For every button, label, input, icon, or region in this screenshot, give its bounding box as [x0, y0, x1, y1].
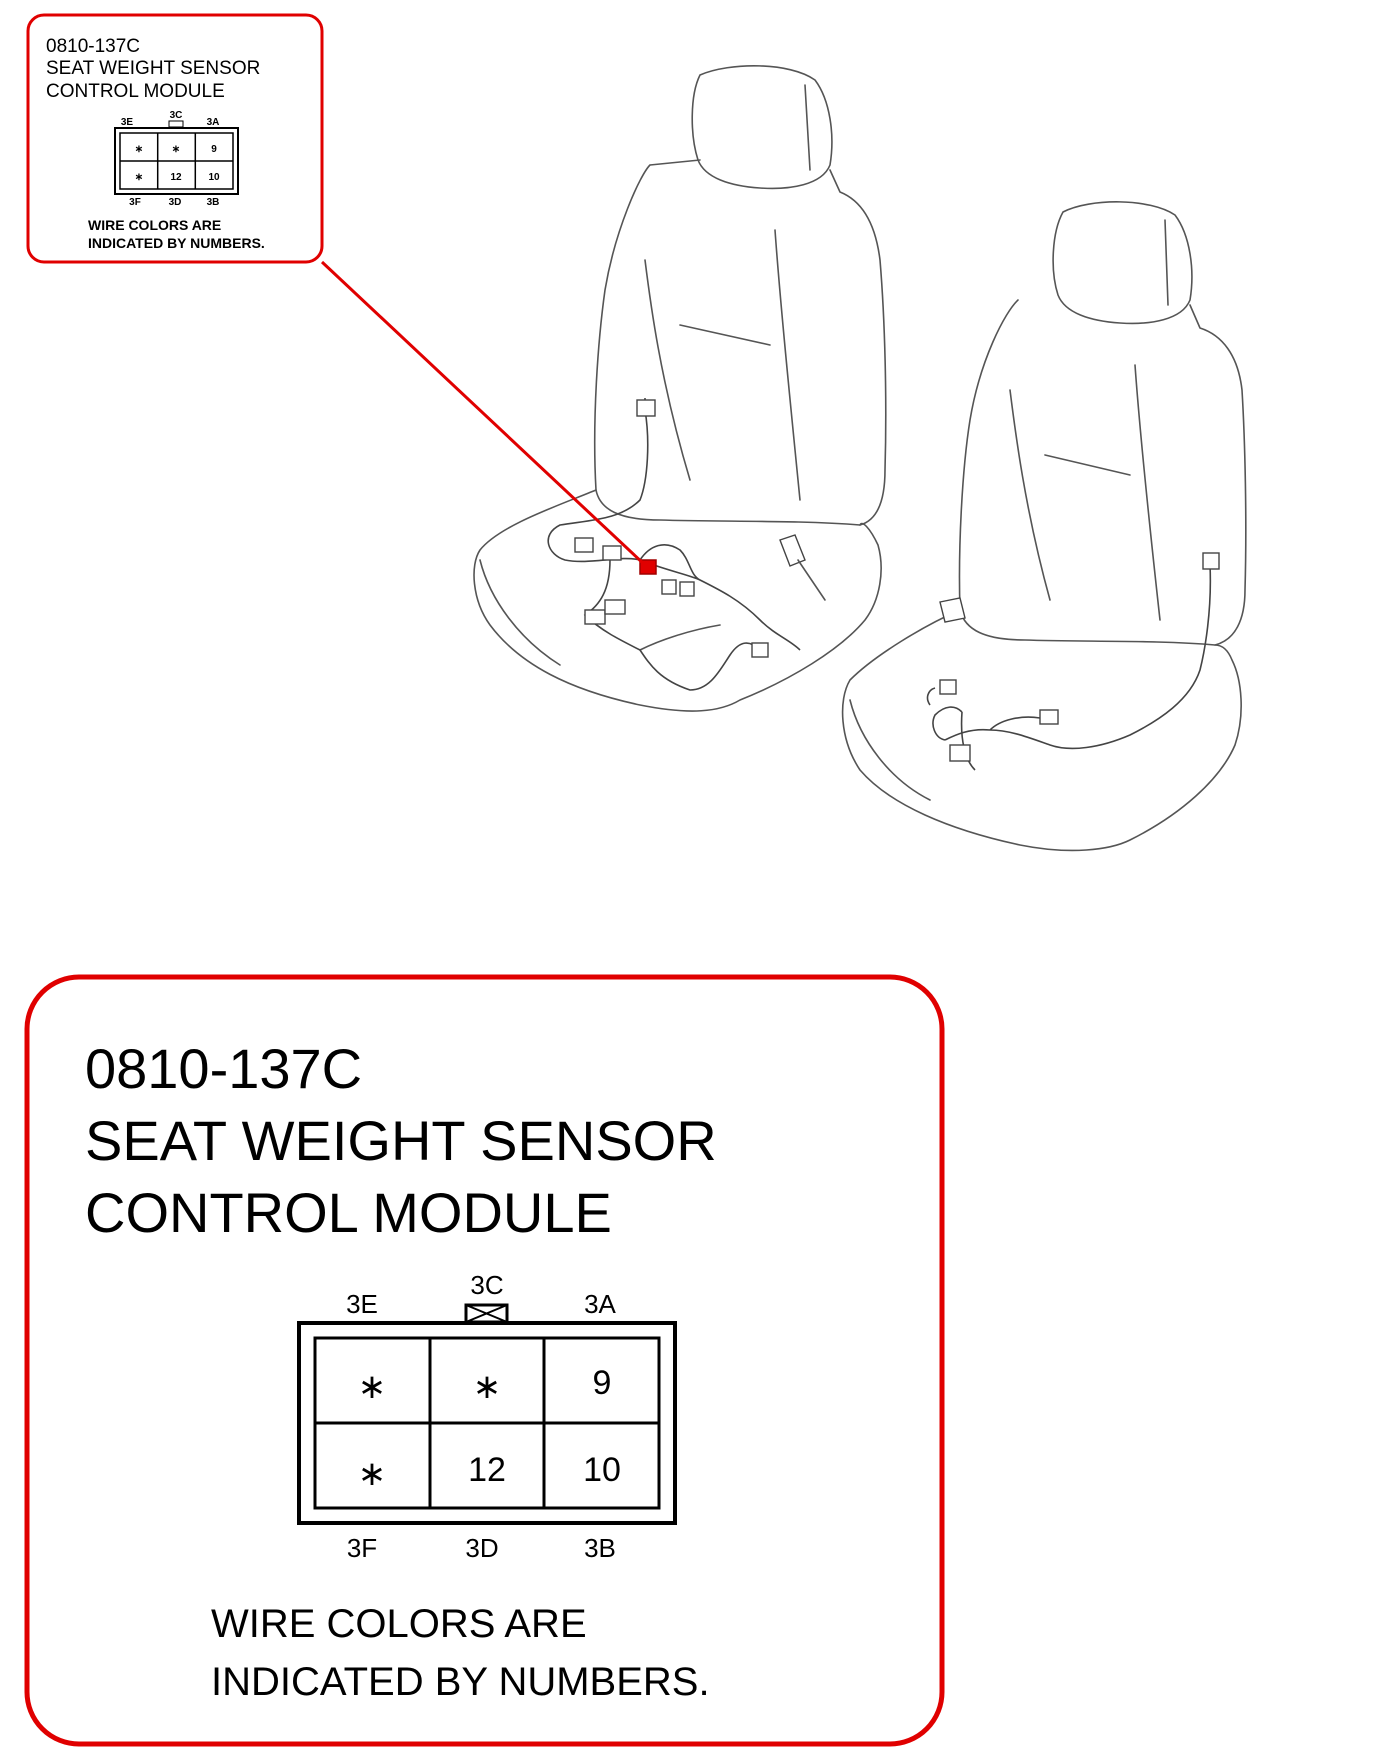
right-seat-buckle — [939, 597, 966, 623]
callout-leader-line — [320, 260, 648, 568]
left-seat-connector — [574, 537, 594, 553]
big-pin-label-3c: 3C — [470, 1270, 503, 1300]
callout-large-note-line1: WIRE COLORS ARE — [211, 1602, 587, 1646]
left-seat-connector — [584, 609, 606, 625]
right-seat-connector — [1039, 709, 1059, 725]
right-seat-connector — [1202, 552, 1220, 570]
right-seat-harness — [926, 564, 1212, 771]
left-seat-headrest — [691, 65, 833, 190]
big-cell-3e: ∗ — [358, 1368, 387, 1406]
left-seat-buckle — [779, 534, 806, 567]
small-cell-3e: ∗ — [135, 144, 143, 155]
callout-small-frame — [26, 13, 324, 264]
right-seat-backrest — [958, 299, 1247, 646]
left-seat-connector — [661, 579, 677, 595]
left-seat-buckle-stalk — [797, 559, 826, 601]
small-pin-label-3a: 3A — [207, 117, 220, 128]
left-seat-headrest-edge — [804, 84, 811, 171]
big-cell-3f: ∗ — [358, 1455, 387, 1493]
callout-large: 0810-137C SEAT WEIGHT SENSOR CONTROL MOD… — [24, 974, 945, 1747]
small-pin-label-3d: 3D — [169, 197, 182, 208]
callout-large-title-line2: CONTROL MODULE — [85, 1181, 612, 1244]
callout-large-frame — [24, 974, 945, 1747]
big-cell-3a: 9 — [593, 1364, 612, 1402]
callout-small: 0810-137C SEAT WEIGHT SENSOR CONTROL MOD… — [26, 13, 324, 264]
small-cell-3a: 9 — [211, 144, 217, 155]
small-pin-label-3c: 3C — [170, 110, 183, 121]
big-cell-3b: 10 — [583, 1451, 621, 1489]
big-cell-3c: ∗ — [473, 1368, 502, 1406]
left-seat-backrest-inner — [644, 229, 801, 501]
left-seat-cushion-edge — [479, 559, 561, 666]
left-seat-backrest — [593, 159, 887, 526]
right-seat — [841, 201, 1247, 852]
callout-large-note-line2: INDICATED BY NUMBERS. — [211, 1660, 710, 1704]
small-lock-tab — [168, 120, 184, 128]
right-seat-cushion-edge — [849, 699, 931, 801]
small-cell-3b: 10 — [208, 172, 220, 183]
callout-small-title-line1: SEAT WEIGHT SENSOR — [46, 58, 260, 79]
small-pin-label-3f: 3F — [129, 197, 141, 208]
big-pin-label-3e: 3E — [346, 1289, 378, 1319]
big-pin-label-3f: 3F — [347, 1533, 377, 1563]
small-cell-3d: 12 — [170, 172, 182, 183]
left-seat-connector — [636, 399, 656, 417]
left-seat-stitch — [679, 324, 771, 346]
left-seat-connector — [751, 642, 769, 658]
big-cell-3d: 12 — [468, 1451, 506, 1489]
big-pin-label-3d: 3D — [465, 1533, 498, 1563]
big-lock-tab — [464, 1303, 509, 1324]
callout-small-title-line2: CONTROL MODULE — [46, 81, 225, 102]
small-pin-label-3e: 3E — [121, 117, 134, 128]
left-seat-connector — [679, 581, 695, 597]
right-seat-headrest — [1052, 201, 1193, 325]
right-seat-cushion — [841, 609, 1242, 852]
left-seat-cushion-seam — [639, 624, 721, 651]
right-seat-stitch — [1044, 454, 1131, 476]
left-seat — [473, 65, 887, 712]
small-cell-3c: ∗ — [172, 144, 180, 155]
callout-small-note-line2: INDICATED BY NUMBERS. — [88, 235, 265, 251]
callout-large-code: 0810-137C — [85, 1037, 362, 1100]
big-pin-label-3a: 3A — [584, 1289, 616, 1319]
small-pin-label-3b: 3B — [207, 197, 220, 208]
left-seat-cushion — [473, 489, 882, 712]
callout-large-title-line1: SEAT WEIGHT SENSOR — [85, 1109, 717, 1172]
right-seat-connector — [949, 744, 971, 762]
small-cell-3f: ∗ — [135, 172, 143, 183]
left-seat-connector — [604, 599, 626, 615]
big-pin-label-3b: 3B — [584, 1533, 616, 1563]
right-seat-connector — [939, 679, 957, 695]
left-seat-connector — [602, 545, 622, 561]
callout-small-code: 0810-137C — [46, 36, 140, 57]
right-seat-backrest-inner — [1009, 364, 1161, 621]
callout-small-note-line1: WIRE COLORS ARE — [88, 217, 221, 233]
right-seat-headrest-edge — [1164, 219, 1169, 306]
